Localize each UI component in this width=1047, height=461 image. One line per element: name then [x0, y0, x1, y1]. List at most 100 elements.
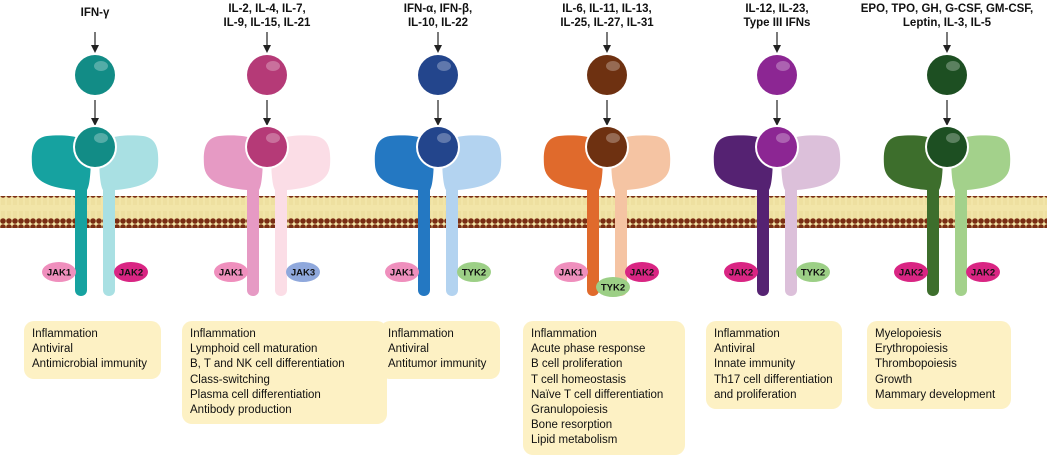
jak-label: JAK2 — [119, 268, 143, 279]
receptor-subunit-b — [611, 135, 671, 296]
jak-label: JAK1 — [47, 268, 72, 279]
pathway-6: JAK2 JAK2 — [883, 32, 1011, 296]
cell-membrane — [0, 196, 1047, 228]
jak-label: TYK2 — [462, 268, 486, 279]
ligand-free — [757, 55, 797, 95]
receptor-subunit-b — [99, 135, 159, 296]
ligand-free — [587, 55, 627, 95]
ligand-free — [247, 55, 287, 95]
jak-tyk2: TYK2 — [796, 262, 830, 282]
jak-jak2: JAK2 — [966, 262, 1000, 282]
ligand-title: EPO, TPO, GH, G-CSF, GM-CSF, Leptin, IL-… — [860, 3, 1034, 29]
jak-oval — [596, 277, 630, 297]
jak-jak1: JAK1 — [214, 262, 248, 282]
jak-oval — [966, 262, 1000, 282]
function-item: Acute phase response — [531, 343, 646, 356]
ligand-free — [418, 55, 458, 95]
function-item: and proliferation — [714, 388, 797, 401]
function-item: Lipid metabolism — [531, 434, 618, 447]
function-item: Naïve T cell differentiation — [531, 388, 664, 401]
function-item: Antimicrobial immunity — [32, 358, 148, 371]
jak-label: TYK2 — [801, 268, 825, 279]
function-item: Thrombopoiesis — [875, 358, 957, 371]
ligand-title: IL-2, IL-4, IL-7, IL-9, IL-15, IL-21 — [223, 3, 311, 29]
function-item: Lymphoid cell maturation — [190, 343, 318, 356]
ligand-highlight — [946, 61, 960, 71]
function-item: Innate immunity — [714, 358, 796, 371]
function-item: Antiviral — [714, 343, 755, 356]
ligand-bound-highlight — [94, 133, 108, 143]
function-item: Mammary development — [875, 388, 996, 401]
function-item: Bone resorption — [531, 419, 613, 432]
jak-tyk2: TYK2 — [457, 262, 491, 282]
receptor-subunit-b — [442, 135, 502, 296]
receptor-subunit-a — [374, 135, 434, 296]
ligand-title: IL-12, IL-23, Type III IFNs — [743, 3, 811, 29]
jak-jak1: JAK1 — [42, 262, 76, 282]
function-item: Antiviral — [388, 343, 429, 356]
jak-oval — [894, 262, 928, 282]
jak-oval — [114, 262, 148, 282]
jak-jak1: JAK1 — [385, 262, 419, 282]
pathway-5: JAK2 TYK2 — [713, 32, 841, 296]
function-item: B, T and NK cell differentiation — [190, 358, 345, 371]
ligand-bound — [247, 127, 287, 167]
receptor-subunit-a — [883, 135, 943, 296]
ligand-highlight — [437, 61, 451, 71]
jak-oval — [625, 262, 659, 282]
function-item: Granulopoiesis — [531, 404, 608, 417]
jak-oval — [724, 262, 758, 282]
jak-oval — [796, 262, 830, 282]
ligand-free — [927, 55, 967, 95]
ligand-free — [75, 55, 115, 95]
receptor-subunit-a — [713, 135, 773, 296]
jak-oval — [42, 262, 76, 282]
function-item: Erythropoiesis — [875, 343, 948, 356]
jak-oval — [214, 262, 248, 282]
receptor-subunit-a — [543, 135, 603, 296]
receptor-subunit-b — [951, 135, 1011, 296]
receptor-subunit-b — [271, 135, 331, 296]
jak-oval — [385, 262, 419, 282]
jak-oval — [554, 262, 588, 282]
jak-label: TYK2 — [601, 283, 625, 294]
function-item: Inflammation — [714, 328, 780, 340]
jak-label: JAK2 — [630, 268, 654, 279]
ligand-bound — [927, 127, 967, 167]
ligand-bound-highlight — [606, 133, 620, 143]
receptor-subunit-a — [203, 135, 263, 296]
receptor-subunit-b — [781, 135, 841, 296]
ligand-bound — [75, 127, 115, 167]
jak-label: JAK1 — [219, 268, 244, 279]
pathway-2: JAK1 JAK3 — [203, 32, 331, 296]
ligand-bound-highlight — [266, 133, 280, 143]
ligand-highlight — [94, 61, 108, 71]
ligand-bound — [418, 127, 458, 167]
ligand-highlight — [776, 61, 790, 71]
jak-jak2: JAK2 — [724, 262, 758, 282]
function-item: Antiviral — [32, 343, 73, 356]
ligand-bound-highlight — [776, 133, 790, 143]
function-item: Inflammation — [190, 328, 256, 340]
jak-label: JAK2 — [729, 268, 753, 279]
receptor-subunit-a — [31, 135, 91, 296]
jak-label: JAK2 — [971, 268, 995, 279]
jak-label: JAK1 — [390, 268, 415, 279]
ligand-highlight — [266, 61, 280, 71]
function-item: Antibody production — [190, 404, 292, 417]
function-item: Inflammation — [388, 328, 454, 340]
jak-tyk2: TYK2 — [596, 277, 630, 297]
jak-jak2: JAK2 — [114, 262, 148, 282]
function-item: Growth — [875, 373, 913, 386]
function-item: Inflammation — [32, 328, 98, 340]
jak-jak2: JAK2 — [625, 262, 659, 282]
jak-label: JAK2 — [899, 268, 923, 279]
jak-jak3: JAK3 — [286, 262, 320, 282]
